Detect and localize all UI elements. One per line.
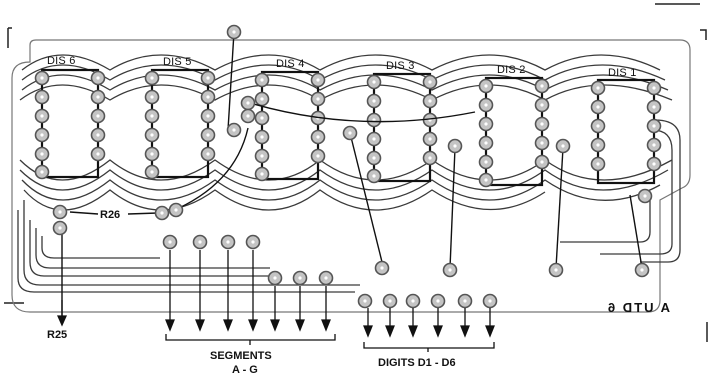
bus-brackets bbox=[165, 334, 495, 352]
segments-range-label: A - G bbox=[232, 364, 258, 373]
digit-arrows bbox=[56, 300, 495, 338]
dis-5-socket bbox=[150, 68, 210, 179]
board-outline bbox=[11, 39, 691, 313]
dis-6-socket bbox=[40, 68, 100, 179]
r25-label: R25 bbox=[47, 329, 67, 341]
digits-label: DIGITS D1 - D6 bbox=[378, 357, 456, 369]
dis-2-label: DIS 2 bbox=[497, 64, 526, 76]
dis-3-label: DIS 3 bbox=[386, 60, 415, 72]
dis-3-socket bbox=[372, 72, 432, 183]
serpentine-traces bbox=[17, 54, 681, 293]
dis-5-label: DIS 5 bbox=[163, 56, 192, 68]
segment-arrows bbox=[165, 250, 331, 332]
dis-4-socket bbox=[260, 70, 320, 181]
segments-bracket bbox=[165, 334, 336, 345]
dis-6-label: DIS 6 bbox=[47, 55, 76, 67]
r26-label: R26 bbox=[100, 209, 120, 221]
digits-bracket bbox=[363, 342, 495, 352]
jumper-wires bbox=[61, 31, 643, 318]
dis-2-socket bbox=[484, 76, 544, 187]
dis-1-socket bbox=[596, 78, 656, 185]
dis-4-label: DIS 4 bbox=[276, 58, 305, 70]
crop-marks bbox=[4, 3, 708, 342]
segments-label: SEGMENTS bbox=[210, 350, 272, 362]
dis-1-label: DIS 1 bbox=[608, 67, 637, 79]
mirrored-text: A UTD 6 bbox=[606, 300, 670, 315]
